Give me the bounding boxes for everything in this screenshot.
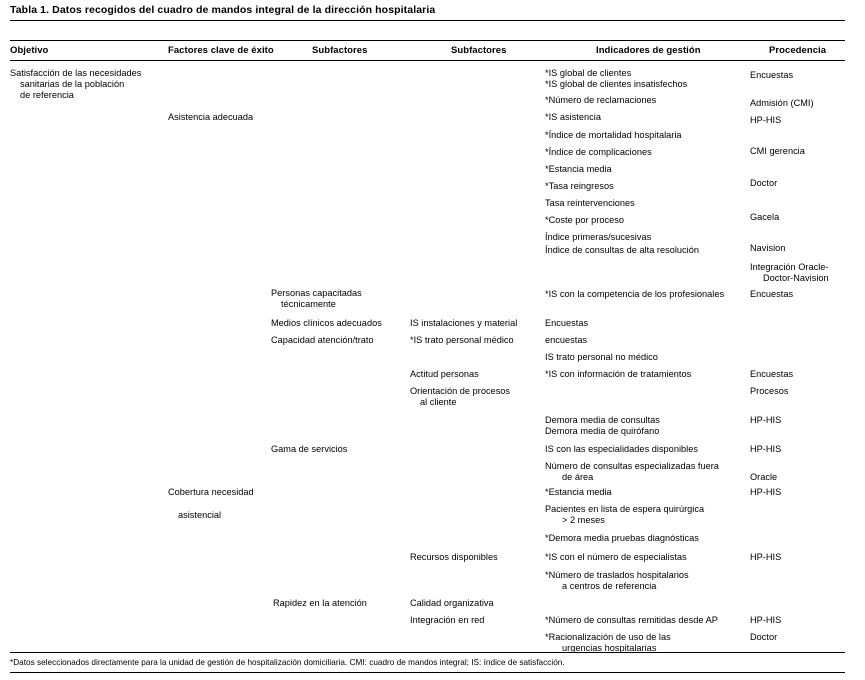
cell-indicador: *Estancia media xyxy=(545,164,612,174)
cell-indicador: Demora media de quirófano xyxy=(545,426,660,436)
cell-procedencia: HP-HIS xyxy=(750,415,782,425)
cell-factor-clave: asistencial xyxy=(178,510,222,520)
cell-indicador: *IS con la competencia de los profesiona… xyxy=(545,289,725,299)
col-header-procedencia: Procedencia xyxy=(769,45,827,56)
cell-procedencia: Gacela xyxy=(750,212,780,222)
cell-indicador: *Número de reclamaciones xyxy=(545,95,657,105)
cell-indicador: urgencias hospitalarias xyxy=(562,643,657,653)
cell-procedencia: Doctor xyxy=(750,178,778,188)
table-caption: Tabla 1. Datos recogidos del cuadro de m… xyxy=(10,4,436,16)
cell-indicador: Índice de consultas de alta resolución xyxy=(545,245,699,255)
col-header-objetivo: Objetivo xyxy=(10,45,49,56)
cell-indicador: IS con las especialidades disponibles xyxy=(545,444,698,454)
cell-subfactor-2: Actitud personas xyxy=(410,369,479,379)
cell-subfactor-1: Personas capacitadas xyxy=(271,288,362,298)
cell-indicador: de área xyxy=(562,472,594,482)
cell-objetivo: Satisfacción de las necesidades xyxy=(10,68,142,78)
cell-procedencia: Encuestas xyxy=(750,70,794,80)
cell-factor-clave: Asistencia adecuada xyxy=(168,112,254,122)
cell-indicador: *Estancia media xyxy=(545,487,612,497)
rule-under-caption xyxy=(10,20,845,21)
cell-procedencia: Procesos xyxy=(750,386,789,396)
cell-indicador: > 2 meses xyxy=(562,515,605,525)
cell-subfactor-2: Calidad organizativa xyxy=(410,598,494,608)
cell-indicador: Pacientes en lista de espera quirúrgica xyxy=(545,504,705,514)
cell-indicador: *Tasa reingresos xyxy=(545,181,614,191)
cell-subfactor-2: Recursos disponibles xyxy=(410,552,498,562)
cell-objetivo: sanitarias de la población xyxy=(20,79,125,89)
cell-subfactor-2: Integración en red xyxy=(410,615,485,625)
cell-factor-clave: Cobertura necesidad xyxy=(168,487,254,497)
cell-procedencia: Encuestas xyxy=(750,369,794,379)
cell-procedencia: HP-HIS xyxy=(750,552,782,562)
cell-subfactor-1: Gama de servicios xyxy=(271,444,348,454)
cell-subfactor-1: técnicamente xyxy=(281,299,336,309)
col-header-subfactores-2: Subfactores xyxy=(451,45,507,56)
cell-objetivo: de referencia xyxy=(20,90,74,100)
cell-indicador: *Índice de mortalidad hospitalaria xyxy=(545,130,682,140)
rule-above-headers xyxy=(10,40,845,41)
cell-subfactor-2: IS instalaciones y material xyxy=(410,318,518,328)
cell-indicador: *IS con el número de especialistas xyxy=(545,552,687,562)
cell-indicador: *Demora media pruebas diagnósticas xyxy=(545,533,699,543)
cell-procedencia: HP-HIS xyxy=(750,487,782,497)
cell-indicador: Número de consultas especializadas fuera xyxy=(545,461,719,471)
cell-procedencia: Oracle xyxy=(750,472,778,482)
cell-indicador: *IS con información de tratamientos xyxy=(545,369,692,379)
cell-indicador: *Índice de complicaciones xyxy=(545,147,652,157)
cell-indicador: Demora media de consultas xyxy=(545,415,660,425)
cell-procedencia: Navision xyxy=(750,243,786,253)
table-footnote: *Datos seleccionados directamente para l… xyxy=(10,658,565,667)
cell-factor-clave: Rapidez en la atención xyxy=(273,598,367,608)
cell-indicador: *Número de consultas remitidas desde AP xyxy=(545,615,718,625)
cell-indicador: *Número de traslados hospitalarios xyxy=(545,570,689,580)
cell-indicador: a centros de referencia xyxy=(562,581,657,591)
cell-indicador: IS trato personal no médico xyxy=(545,352,658,362)
rule-under-headers xyxy=(10,60,845,61)
col-header-factores-clave: Factores clave de éxito xyxy=(168,45,274,56)
cell-subfactor-2: Orientación de procesos xyxy=(410,386,511,396)
cell-indicador: encuestas xyxy=(545,335,588,345)
cell-subfactor-1: Capacidad atención/trato xyxy=(271,335,374,345)
rule-bottom xyxy=(10,672,845,673)
cell-subfactor-1: Medios clínicos adecuados xyxy=(271,318,382,328)
cell-indicador: *Racionalización de uso de las xyxy=(545,632,671,642)
cell-indicador: *IS global de clientes xyxy=(545,68,632,78)
cell-procedencia: HP-HIS xyxy=(750,615,782,625)
cell-procedencia: Admisión (CMI) xyxy=(750,98,814,108)
cell-indicador: Encuestas xyxy=(545,318,589,328)
cell-indicador: *Coste por proceso xyxy=(545,215,625,225)
cell-indicador: Índice primeras/sucesivas xyxy=(545,232,652,242)
cell-indicador: *IS global de clientes insatisfechos xyxy=(545,79,688,89)
cell-procedencia: CMI gerencia xyxy=(750,146,805,156)
cell-procedencia: Encuestas xyxy=(750,289,794,299)
cell-procedencia: Integración Oracle- xyxy=(750,262,829,272)
cell-procedencia: HP-HIS xyxy=(750,444,782,454)
cell-indicador: *IS asistencia xyxy=(545,112,601,122)
cell-indicador: Tasa reintervenciones xyxy=(545,198,635,208)
cell-subfactor-2: al cliente xyxy=(420,397,457,407)
cell-procedencia: Doctor xyxy=(750,632,778,642)
cell-procedencia: HP-HIS xyxy=(750,115,782,125)
cell-procedencia: Doctor-Navision xyxy=(763,273,829,283)
col-header-indicadores: Indicadores de gestión xyxy=(596,45,701,56)
col-header-subfactores-1: Subfactores xyxy=(312,45,368,56)
rule-above-footnote xyxy=(10,652,845,653)
cell-subfactor-2: *IS trato personal médico xyxy=(410,335,514,345)
